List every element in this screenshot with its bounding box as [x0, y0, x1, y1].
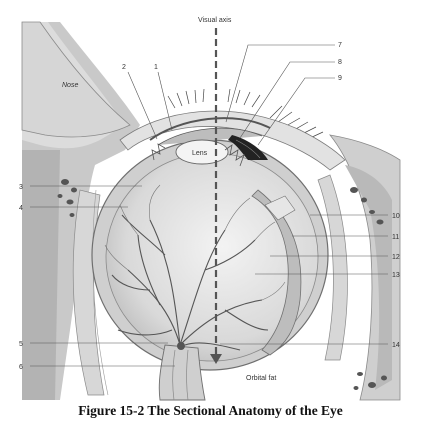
callout-3: 3 — [19, 184, 23, 191]
orbital-fat-label: Orbital fat — [246, 375, 276, 382]
retinal-vessels — [111, 214, 269, 351]
callout-numbers: 1 2 7 8 9 3 4 5 6 10 11 12 13 14 — [19, 42, 400, 371]
visual-axis-line: Visual axis — [198, 17, 232, 364]
callout-5: 5 — [19, 341, 23, 348]
anterior-segment — [149, 117, 271, 160]
optic-nerve — [158, 342, 206, 401]
spongy-bone-texture — [57, 179, 387, 390]
callout-11: 11 — [392, 234, 399, 241]
callout-4: 4 — [19, 205, 23, 212]
callout-10: 10 — [392, 213, 400, 220]
visual-axis-label: Visual axis — [198, 17, 232, 24]
callout-2: 2 — [122, 64, 126, 71]
callout-9: 9 — [338, 75, 342, 82]
retinal-vessels-fine — [104, 184, 286, 301]
callout-6: 6 — [19, 364, 23, 371]
eyeball — [91, 139, 329, 371]
nose-label: Nose — [62, 82, 78, 89]
lens-label: Lens — [192, 150, 208, 157]
ciliary-body — [151, 143, 245, 167]
callout-13: 13 — [392, 272, 400, 279]
leader-lines — [30, 44, 388, 367]
callout-1: 1 — [154, 64, 158, 71]
callout-14: 14 — [392, 342, 400, 349]
figure-caption: Figure 15-2 The Sectional Anatomy of the… — [78, 403, 343, 418]
lens: Lens — [175, 139, 229, 165]
callout-7: 7 — [338, 42, 342, 49]
nose-region: Nose — [21, 21, 131, 138]
callout-8: 8 — [338, 59, 342, 66]
callout-12: 12 — [392, 254, 400, 261]
